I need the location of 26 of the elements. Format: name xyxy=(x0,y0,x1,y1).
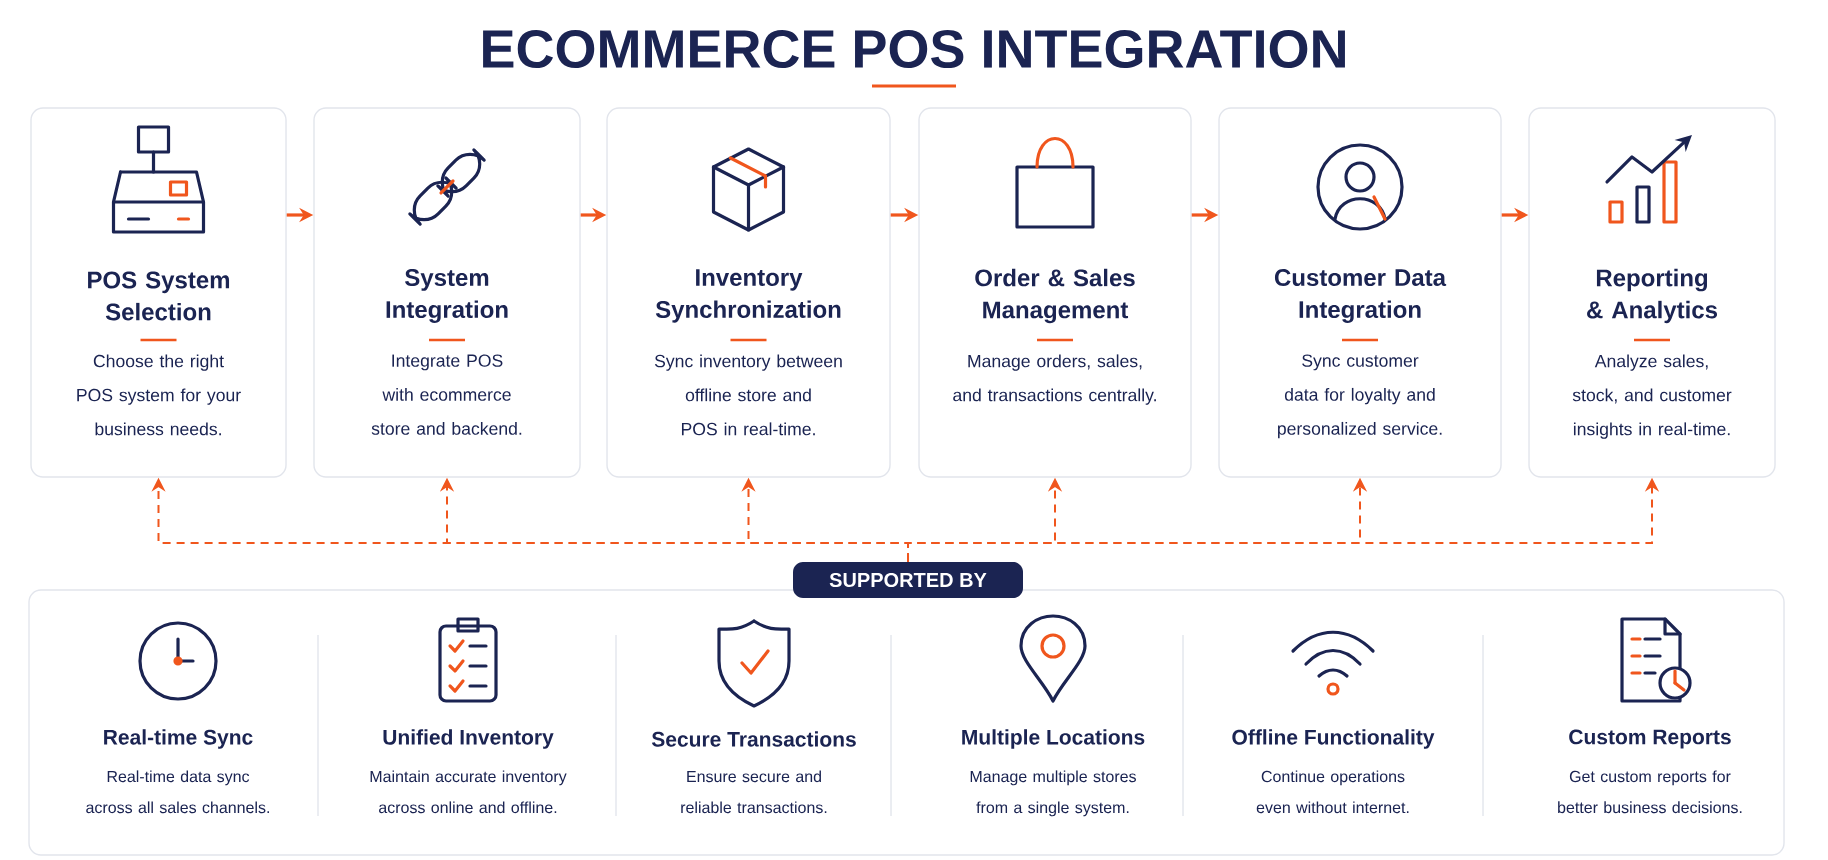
feature-title: Multiple Locations xyxy=(962,729,1145,749)
step-title: POS System Selection xyxy=(88,271,230,321)
feature-description: Ensure secure and reliable transactions. xyxy=(681,770,827,814)
section-badge: SUPPORTED BY xyxy=(793,562,1023,598)
feature-description: Continue operations even without internet. xyxy=(1256,770,1409,814)
feature-description: Manage multiple stores from a single system. xyxy=(970,770,1136,817)
step-title: Customer Data Integration xyxy=(1274,269,1447,323)
feature-title: Offline Functionality xyxy=(1232,729,1435,749)
step-title: Reporting & Analytics xyxy=(1587,268,1717,324)
title: ECOMMERCE POS INTEGRATION xyxy=(483,29,1345,69)
step-title: Order & Sales Management xyxy=(975,268,1135,324)
step-description: Integrate POS with ecommerce store and backend. xyxy=(371,354,522,435)
step-description: Sync customer data for loyalty and personalized service. xyxy=(1278,354,1442,439)
step-description: Manage orders, sales, and transactions centrally. xyxy=(953,354,1156,405)
step-title: System Integration xyxy=(386,269,508,323)
step-title: Inventory Synchronization xyxy=(655,269,841,323)
feature-title: Secure Transactions xyxy=(651,731,856,747)
feature-title: Unified Inventory xyxy=(383,729,554,749)
step-description: Choose the right POS system for your business needs. xyxy=(77,354,241,436)
feature-title: Custom Reports xyxy=(1569,729,1731,749)
feature-description: Real-time data sync across all sales channels. xyxy=(86,770,269,814)
feature-description: Maintain accurate inventory across online and offline. xyxy=(370,770,567,814)
feature-description: Get custom reports for better business decisions. xyxy=(1558,770,1742,814)
step-description: Analyze sales, stock, and customer insights in real-time. xyxy=(1572,354,1732,439)
feature-title: Real-time Sync xyxy=(104,729,253,749)
step-description: Sync inventory between offline store and POS in real-time. xyxy=(654,354,842,436)
